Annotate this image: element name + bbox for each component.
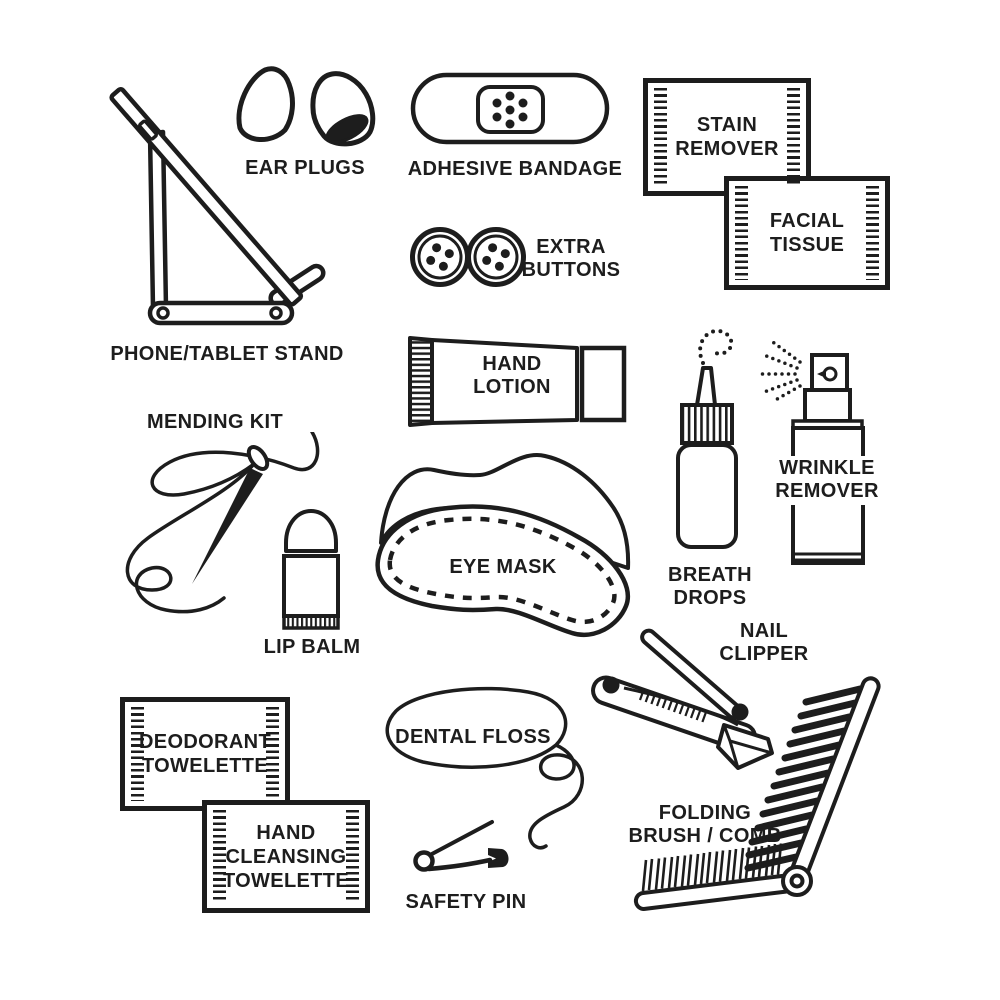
mending-kit-label: MENDING KIT [146,411,284,433]
phone-tablet-stand-icon [109,86,326,326]
eye-mask-icon [375,453,631,637]
wrinkle-remover-icon [760,338,865,565]
nail-clipper-label: NAIL CLIPPER [719,620,809,666]
hand-lotion-icon [408,336,627,427]
lip-balm-label: LIP BALM [263,636,361,658]
deodorant-towelette-label: DEODORANT TOWELETTE [138,731,272,777]
safety-pin-label: SAFETY PIN [405,891,527,913]
dental-floss-icon [385,686,584,850]
crimp-edge-left [735,186,748,280]
stain-remover-label: STAIN REMOVER [675,114,779,160]
ear-plugs-icon [236,66,376,147]
mending-kit-icon [125,432,320,614]
dental-floss-label: DENTAL FLOSS [395,726,551,748]
hand-cleansing-towelette-label: HAND CLEANSING TOWELETTE [222,821,350,892]
folding-brush-comb-label: FOLDING BRUSH / COMB [628,802,782,848]
crimp-edge-left [213,810,226,903]
ear-plugs-label: EAR PLUGS [245,157,365,179]
crimp-edge-right [787,88,800,186]
nail-clipper-icon [591,628,774,770]
crimp-edge-left [654,88,667,186]
wrinkle-remover-label: WRINKLE REMOVER [769,456,885,505]
adhesive-bandage-label: ADHESIVE BANDAGE [407,158,623,180]
crimp-edge-right [866,186,879,280]
eye-mask-label: EYE MASK [449,556,557,578]
crimp-edge-right [346,810,359,903]
lip-balm-icon [282,509,340,630]
crimp-edge-right [266,707,279,801]
hand-cleansing-towelette-packet: HAND CLEANSING TOWELETTE [202,800,370,913]
breath-drops-label: BREATH DROPS [668,564,752,610]
safety-pin-icon [413,820,509,872]
folding-brush-comb-icon [633,676,881,911]
crimp-edge-left [131,707,144,801]
deodorant-towelette-packet: DEODORANT TOWELETTE [120,697,290,811]
breath-drops-icon [676,329,738,549]
adhesive-bandage-icon [410,72,610,145]
extra-buttons-label: EXTRA BUTTONS [521,236,621,282]
phone-tablet-stand-label: PHONE/TABLET STAND [110,343,344,365]
extra-buttons-icon [410,227,526,287]
hand-lotion-label: HAND LOTION [473,353,551,399]
facial-tissue-packet: FACIAL TISSUE [724,176,890,290]
facial-tissue-label: FACIAL TISSUE [769,210,845,256]
